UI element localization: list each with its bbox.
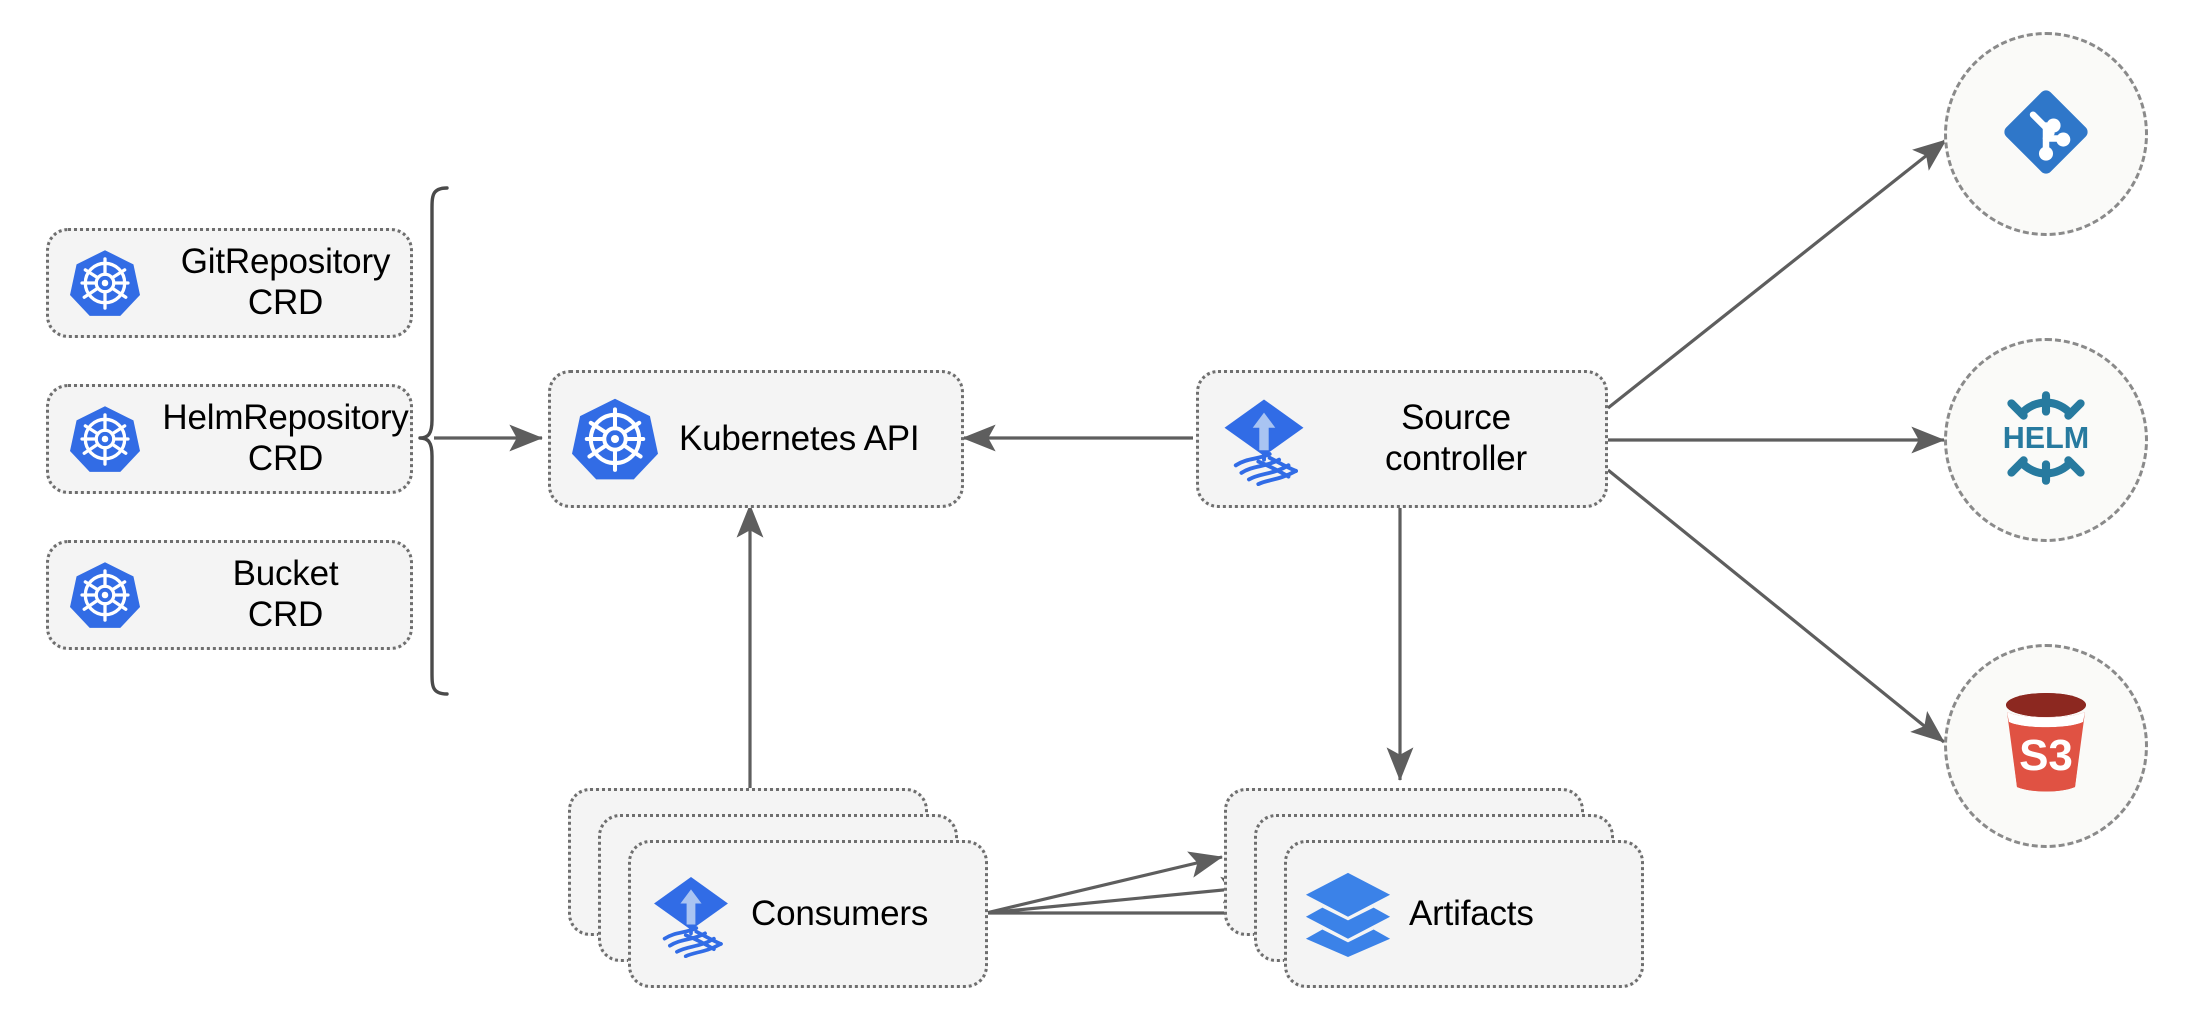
node-label: Consumers bbox=[751, 893, 929, 933]
git-icon bbox=[1992, 78, 2100, 191]
helm-wordmark: HELM bbox=[2003, 421, 2089, 455]
node-label: Source controller bbox=[1385, 398, 1527, 478]
crd-card-bucket[interactable]: Bucket CRD bbox=[46, 540, 413, 650]
node-artifacts[interactable]: Artifacts bbox=[1284, 840, 1644, 988]
node-label: Artifacts bbox=[1409, 893, 1534, 933]
s3-bucket-icon: S3 bbox=[1991, 688, 2101, 805]
external-source-s3[interactable]: S3 bbox=[1944, 644, 2148, 848]
crd-group-brace bbox=[418, 186, 449, 696]
node-label: Kubernetes API bbox=[679, 418, 920, 458]
crd-card-label: GitRepository CRD bbox=[180, 242, 391, 322]
kubernetes-icon bbox=[49, 248, 161, 318]
crd-card-label: HelmRepository CRD bbox=[162, 398, 409, 478]
edge-source-controller-to-git bbox=[1607, 138, 1947, 410]
crd-card-gitrepository[interactable]: GitRepository CRD bbox=[46, 228, 413, 338]
external-source-helm[interactable]: HELM bbox=[1944, 338, 2148, 542]
node-kubernetes-api[interactable]: Kubernetes API bbox=[548, 370, 964, 508]
external-source-git[interactable] bbox=[1944, 32, 2148, 236]
crd-card-label: Bucket CRD bbox=[232, 554, 339, 634]
edge-consumers-to-artifacts-2 bbox=[985, 876, 1255, 915]
kubernetes-icon bbox=[49, 560, 161, 630]
edge-consumers-to-artifacts-1 bbox=[985, 851, 1223, 915]
kubernetes-icon bbox=[551, 396, 679, 482]
node-source-controller[interactable]: Source controller bbox=[1196, 370, 1608, 508]
crd-card-helmrepository[interactable]: HelmRepository CRD bbox=[46, 384, 413, 494]
kubernetes-icon bbox=[49, 404, 161, 474]
node-consumers[interactable]: Consumers bbox=[628, 840, 988, 988]
edge-source-controller-to-s3 bbox=[1606, 468, 1946, 744]
helm-icon: HELM bbox=[1985, 377, 2107, 504]
flux-icon bbox=[631, 870, 751, 958]
s3-wordmark: S3 bbox=[2019, 731, 2073, 780]
flux-icon bbox=[1199, 392, 1329, 486]
layers-icon bbox=[1287, 871, 1409, 957]
